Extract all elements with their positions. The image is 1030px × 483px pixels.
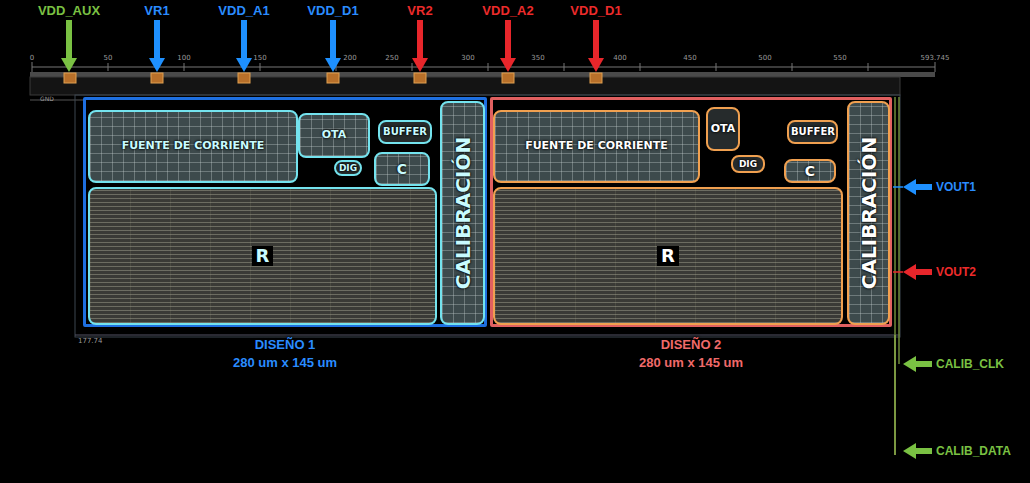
block-label: C [397, 161, 407, 177]
design-title: DISEÑO 1 [86, 336, 484, 354]
ruler-number: 593.745 [921, 54, 950, 62]
block-label: R [252, 246, 274, 267]
dimension: 280 um x 145 um [493, 354, 889, 372]
digital-block: DIG [334, 160, 362, 176]
dimension: 280 um x 145 um [86, 354, 484, 372]
current-source-block: FUENTE DE CORRIENTE [493, 110, 700, 183]
ruler-number: 100 [177, 54, 190, 62]
ruler-number: 300 [461, 54, 474, 62]
block-label: FUENTE DE CORRIENTE [525, 140, 668, 153]
pin-name: VR1 [144, 3, 169, 18]
block-label: FUENTE DE CORRIENTE [122, 140, 265, 153]
ruler-number: 150 [253, 54, 266, 62]
block-label: BUFFER [383, 126, 427, 138]
design-caption: DISEÑO 2280 um x 145 um [493, 336, 889, 371]
ruler-number: 400 [613, 54, 626, 62]
resistor-block: R [493, 187, 843, 325]
dimension: 177.74 [78, 337, 103, 345]
pin-arrows [61, 20, 604, 72]
ruler-number: 550 [833, 54, 846, 62]
design-region: DISEÑO 1280 um x 145 umFUENTE DE CORRIEN… [83, 97, 487, 327]
buffer-block: BUFFER [378, 120, 432, 144]
pin-name: VDD_A1 [218, 3, 269, 18]
block-label: C [805, 163, 815, 179]
pin-name: CALIB_CLK [936, 357, 1004, 371]
ruler [32, 62, 935, 72]
ruler-number: 50 [104, 54, 113, 62]
pin-name: VDD_D1 [307, 3, 358, 18]
capacitor-block: C [784, 159, 836, 183]
block-label: OTA [322, 129, 347, 142]
ruler-number: 500 [758, 54, 771, 62]
current-source-block: FUENTE DE CORRIENTE [88, 110, 298, 183]
design-region: DISEÑO 2280 um x 145 umFUENTE DE CORRIEN… [490, 97, 892, 327]
calibration-block: CALIBRACIÓN [440, 101, 485, 325]
design-title: DISEÑO 2 [493, 336, 889, 354]
net-name: GND [40, 95, 54, 102]
block-label: R [657, 246, 679, 267]
resistor-block: R [88, 187, 437, 325]
ota-block: OTA [298, 113, 370, 158]
metal-strip [30, 72, 935, 77]
pin-name: VDD_A2 [482, 3, 533, 18]
pads [64, 73, 602, 83]
pin-name: VOUT1 [936, 180, 976, 194]
block-label: DIG [339, 163, 357, 173]
block-label: DIG [739, 159, 757, 169]
output-wires [893, 97, 903, 455]
chip-frame [75, 95, 900, 337]
block-label: BUFFER [791, 126, 834, 138]
ruler-number: 450 [683, 54, 696, 62]
buffer-block: BUFFER [787, 120, 838, 144]
pin-name: VDD_AUX [38, 3, 100, 18]
pin-name: CALIB_DATA [936, 444, 1011, 458]
ruler-number: 250 [385, 54, 398, 62]
ota-block: OTA [706, 107, 740, 151]
pin-name: VOUT2 [936, 265, 976, 279]
block-label: OTA [711, 123, 736, 136]
block-label: CALIBRACIÓN [857, 137, 880, 289]
pin-name: VDD_D1 [570, 3, 621, 18]
digital-block: DIG [731, 155, 765, 173]
pin-arrows-right [903, 179, 932, 459]
calibration-block: CALIBRACIÓN [847, 101, 890, 325]
pin-name: VR2 [407, 3, 432, 18]
ruler-number: 200 [343, 54, 356, 62]
chip-edge [75, 335, 900, 336]
block-label: CALIBRACIÓN [451, 137, 474, 289]
capacitor-block: C [374, 152, 430, 186]
ruler-number: 350 [531, 54, 544, 62]
ruler-number: 0 [30, 54, 34, 62]
design-caption: DISEÑO 1280 um x 145 um [86, 336, 484, 371]
